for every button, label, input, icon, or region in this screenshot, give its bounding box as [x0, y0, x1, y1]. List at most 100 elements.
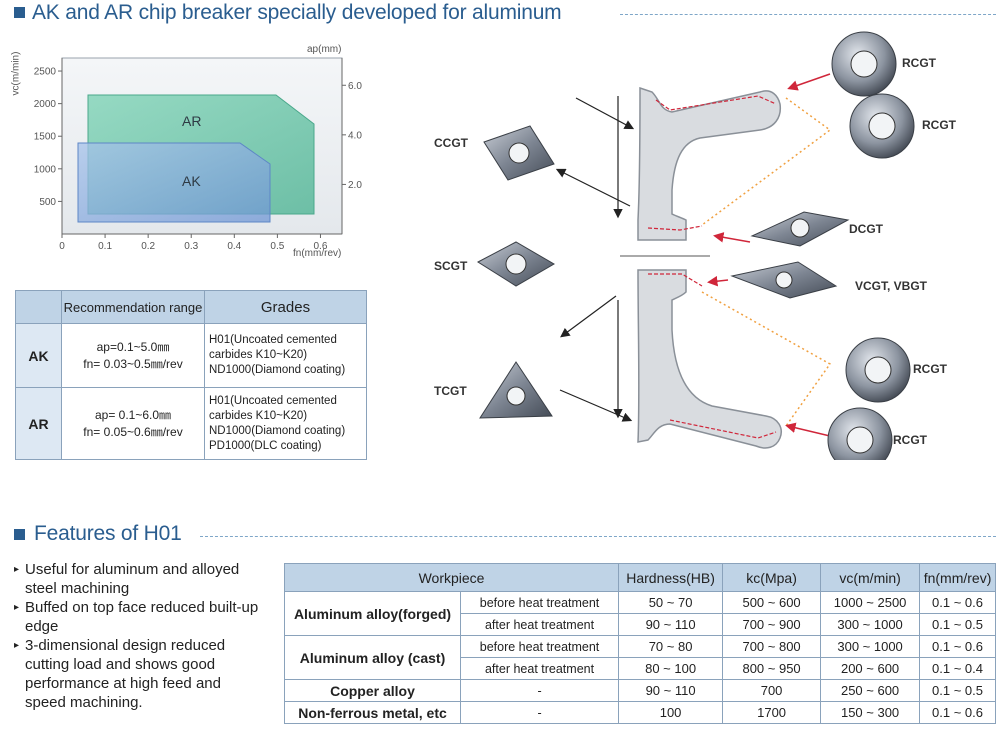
section2-title: Features of H01: [34, 522, 182, 545]
bullet-arrow-icon: ▸: [14, 602, 20, 613]
feed-path-upper: [701, 97, 832, 226]
red-arrow: [787, 73, 831, 91]
chart-x-tick-label: 0: [59, 241, 65, 252]
insert-label-rcgt-3: RCGT: [913, 362, 947, 376]
chart-region-ar-label: AR: [182, 113, 202, 129]
rec-range-ap: ap= 0.1~6.0㎜: [94, 407, 172, 422]
rcgt-insert-icon-2: [849, 93, 915, 159]
rec-grade-line: ND1000(Diamond coating): [209, 364, 346, 376]
fn-cell: 0.1 ~ 0.5: [919, 613, 996, 636]
chart-x-tick-label: 0.6: [314, 241, 328, 252]
chart-region-ak-label: AK: [182, 173, 201, 189]
insert-label-tcgt: TCGT: [434, 384, 467, 398]
feat-header-vc: vc(m/min): [820, 563, 921, 592]
hardness-cell: 80 ~ 100: [618, 657, 724, 680]
hardness-cell: 100: [618, 701, 724, 724]
chart-x-label: fn(mm/rev): [293, 248, 342, 259]
rec-header-grades: Grades: [204, 290, 367, 324]
rec-header-range: Recommendation range: [61, 290, 205, 324]
red-arrow: [713, 232, 751, 243]
section1-title: AK and AR chip breaker specially develop…: [32, 1, 562, 24]
dcgt-insert-icon: [750, 211, 850, 247]
profile-red-upper: [647, 95, 777, 231]
black-arrow: [559, 389, 633, 422]
chart-y-tick-label: 500: [39, 197, 56, 208]
chart-y-tick-label: 1500: [34, 132, 57, 143]
rec-row-ak: AK ap=0.1~5.0㎜ fn= 0.03~0.5㎜/rev H01(Unc…: [15, 323, 367, 388]
chart-x-tick-label: 0.4: [227, 241, 241, 252]
kc-cell: 500 ~ 600: [722, 591, 822, 614]
red-arrow: [785, 422, 831, 437]
vc-cell: 150 ~ 300: [820, 701, 921, 724]
workpiece-table: Workpiece Hardness(HB) kc(Mpa) vc(m/min)…: [283, 563, 996, 724]
kc-cell: 700: [722, 679, 822, 702]
rec-range-fn: fn= 0.05~0.6㎜/rev: [83, 424, 183, 439]
wheel-diagram: [477, 31, 915, 460]
rec-grade-line: H01(Uncoated cemented: [209, 334, 337, 346]
table-row: after heat treatment 90 ~ 110 700 ~ 900 …: [285, 613, 996, 636]
feature-list: ▸ Useful for aluminum and alloyed steel …: [14, 560, 264, 712]
feat-header-fn: fn(mm/rev): [919, 563, 996, 592]
rec-grade-line: H01(Uncoated cemented: [209, 394, 337, 407]
chart-region-ak: [77, 142, 271, 223]
insert-label-rcgt-4: RCGT: [893, 433, 927, 447]
insert-label-rcgt-1: RCGT: [902, 56, 936, 70]
recommendation-table: Recommendation range Grades AK ap=0.1~5.…: [15, 290, 367, 460]
vc-cell: 1000 ~ 2500: [820, 591, 921, 614]
kc-cell: 700 ~ 900: [722, 613, 822, 636]
insert-label-ccgt: CCGT: [434, 136, 468, 150]
insert-label-rcgt-2: RCGT: [922, 118, 956, 132]
section2-rule: [200, 536, 996, 537]
black-arrow: [555, 168, 631, 207]
rec-row-grades: H01(Uncoated cemented carbides K10~K20) …: [204, 323, 367, 388]
material-cell: Aluminum alloy (cast): [284, 635, 461, 680]
condition-cell: after heat treatment: [459, 657, 620, 680]
insert-label-dcgt: DCGT: [849, 222, 883, 236]
chart-y-tick-label: 2000: [34, 99, 57, 110]
rcgt-insert-icon-1: [831, 31, 897, 97]
feature-text: Buffed on top face reduced built-up edge: [25, 599, 259, 635]
hardness-cell: 70 ~ 80: [618, 635, 724, 658]
chart-y2-tick-label: 6.0: [348, 81, 362, 92]
insert-label-scgt: SCGT: [434, 259, 468, 273]
insert-label-vcgt: VCGT, VBGT: [855, 279, 928, 293]
vc-cell: 200 ~ 600: [820, 657, 921, 680]
fn-cell: 0.1 ~ 0.6: [919, 635, 996, 658]
material-cell: Non-ferrous metal, etc: [284, 701, 461, 724]
feature-item: ▸ Buffed on top face reduced built-up ed…: [14, 598, 264, 636]
feat-header-hardness: Hardness(HB): [618, 563, 724, 592]
rec-row-grades: H01(Uncoated cemented carbides K10~K20) …: [204, 387, 367, 460]
rcgt-insert-icon-4: [827, 407, 893, 460]
bullet-arrow-icon: ▸: [14, 640, 20, 651]
feature-text: 3-dimensional design reduced cutting loa…: [25, 637, 226, 711]
section1-marker: [14, 7, 25, 18]
condition-cell: -: [459, 701, 620, 724]
vc-cell: 300 ~ 1000: [820, 635, 921, 658]
feed-path-lower: [701, 291, 832, 427]
condition-cell: before heat treatment: [459, 591, 620, 614]
scgt-insert-icon: [477, 241, 555, 287]
wheel-rim-lower: [637, 269, 782, 449]
rcgt-insert-icon-3: [845, 337, 911, 403]
feat-table-header: Workpiece Hardness(HB) kc(Mpa) vc(m/min)…: [283, 563, 996, 592]
table-row: Aluminum alloy(forged) before heat treat…: [284, 591, 996, 636]
tcgt-insert-icon: [479, 361, 553, 419]
fn-cell: 0.1 ~ 0.6: [919, 591, 996, 614]
rec-row-ar: AR ap= 0.1~6.0㎜ fn= 0.05~0.6㎜/rev H01(Un…: [15, 387, 367, 460]
section1-rule: [620, 14, 996, 15]
material-cell: Aluminum alloy(forged): [284, 591, 461, 636]
kc-cell: 700 ~ 800: [722, 635, 822, 658]
vc-cell: 300 ~ 1000: [820, 613, 921, 636]
feat-header-workpiece: Workpiece: [283, 563, 620, 592]
kc-cell: 800 ~ 950: [722, 657, 822, 680]
black-arrow: [575, 97, 635, 130]
chart-y-left-label: vc(m/min): [10, 51, 22, 96]
rec-range-fn: fn= 0.03~0.5㎜/rev: [83, 356, 183, 371]
black-arrow: [560, 295, 617, 338]
condition-cell: -: [459, 679, 620, 702]
table-row: after heat treatment 80 ~ 100 800 ~ 950 …: [285, 657, 996, 680]
